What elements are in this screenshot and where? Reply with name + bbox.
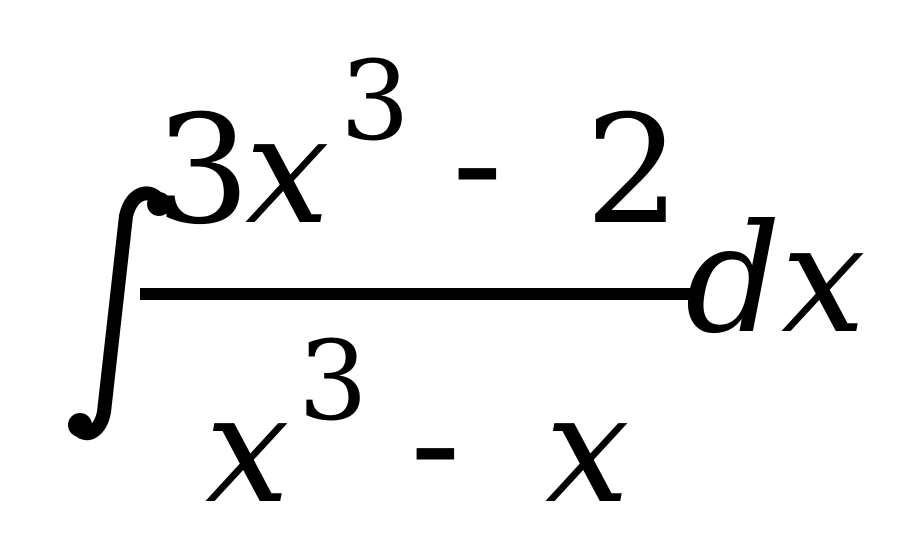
numerator-operator: - <box>452 76 503 250</box>
denominator-operator: - <box>410 356 461 530</box>
denominator-exponent: 3 <box>298 317 368 445</box>
numerator-exponent: 3 <box>340 37 410 165</box>
numerator-constant: 2 <box>585 84 681 258</box>
fraction-bar <box>140 288 690 300</box>
denominator-variable: x <box>205 363 290 537</box>
differential: dx <box>685 193 866 367</box>
numerator-coefficient: 3 <box>155 84 251 258</box>
denominator-term: x <box>545 363 630 537</box>
numerator-variable: x <box>245 84 330 258</box>
integral-sign-icon <box>68 186 171 441</box>
